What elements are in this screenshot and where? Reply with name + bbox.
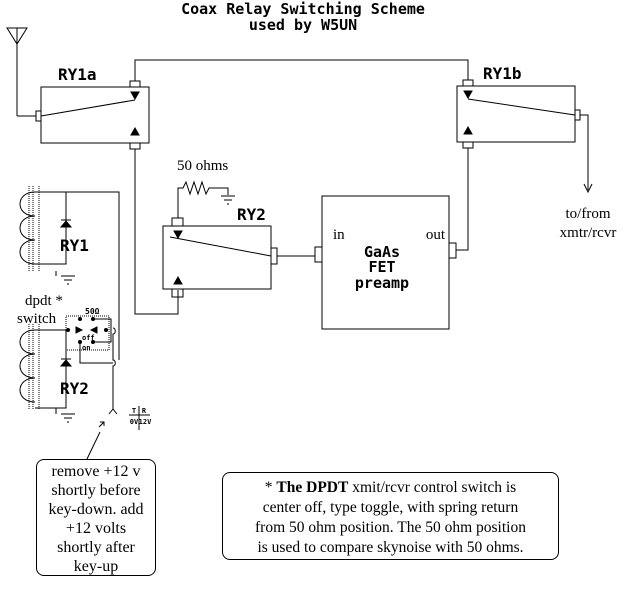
ground-icon (55, 408, 75, 423)
tr-r-label: R (142, 407, 147, 415)
switch-pos-off: off (82, 334, 95, 342)
tr-t-voltage: 0V (130, 418, 139, 426)
note-left-line: key-down. add (48, 501, 144, 518)
note-left-line: +12 volts (65, 520, 127, 537)
coil-ry1-label: RY1 (60, 236, 89, 255)
switch-label-line1: dpdt * (25, 293, 63, 309)
note-leader-line (86, 431, 101, 460)
tr-indicator (129, 406, 150, 430)
diode-icon (59, 358, 73, 367)
note-left-line: remove +12 v (51, 463, 141, 480)
coil-ry2-label: RY2 (60, 379, 89, 398)
coax-ry1a-ry1b (134, 59, 469, 81)
note-bold: The DPDT (276, 479, 349, 496)
note-right-line: is used to compare skynoise with 50 ohms… (257, 539, 524, 556)
note-left-box: remove +12 v shortly before key-down. ad… (36, 459, 156, 576)
diode-icon (59, 219, 73, 228)
coax-ry1a-ry2 (134, 149, 179, 315)
note-star: * (264, 479, 277, 496)
terminal-icon (108, 408, 118, 415)
note-left-line: shortly after (57, 539, 135, 556)
ground-icon (221, 195, 235, 205)
preamp-line3: preamp (355, 274, 409, 292)
note-right-l1-rest: xmit/rcvr control switch is (348, 479, 517, 496)
relay-ry2-label: RY2 (237, 205, 266, 224)
relay-ry1b (456, 79, 581, 149)
title-line1: Coax Relay Switching Scheme (181, 0, 425, 18)
arrow-down-icon (583, 183, 593, 194)
preamp-line2: FET (368, 258, 395, 276)
antenna-icon (6, 27, 36, 117)
xmtr-label-line1: to/from (566, 206, 611, 222)
note-right-box: * The DPDT xmit/rcvr control switch is c… (222, 472, 559, 560)
title-line2: used by W5UN (249, 16, 357, 34)
tr-r-voltage: 12V (139, 418, 152, 426)
coil-ry2-icon (19, 324, 68, 410)
preamp-in-label: in (333, 227, 345, 243)
switch-label-line2: switch (17, 311, 57, 327)
note-right-line: from 50 ohm position. The 50 ohm positio… (255, 519, 526, 536)
switch-pos-on: on (82, 344, 90, 352)
relay-ry1b-label: RY1b (483, 64, 522, 83)
resistor-label: 50 ohms (177, 158, 228, 174)
note-right-line: center off, type toggle, with spring ret… (262, 499, 519, 516)
coax-preamp-ry1b (456, 148, 469, 251)
note-right-line: * The DPDT xmit/rcvr control switch is (223, 478, 558, 498)
relay-ry1a (35, 80, 150, 150)
preamp-out-label: out (426, 227, 446, 243)
supply-line (112, 327, 116, 410)
coax-to-xmtr (580, 114, 589, 190)
tr-t-label: T (132, 407, 136, 415)
note-left-line: shortly before (51, 482, 141, 499)
note-left-line: key-up (73, 558, 119, 575)
xmtr-label-line2: xmtr/rcvr (560, 225, 617, 241)
relay-ry1a-label: RY1a (58, 65, 97, 84)
switch-pos-50ohm: 50Ω (85, 307, 100, 316)
ground-icon (55, 271, 75, 285)
coil-ry1-icon (19, 186, 120, 360)
resistor-icon (177, 180, 229, 218)
pointer-arrow-icon (98, 421, 105, 428)
preamp-line1: GaAs (364, 243, 400, 261)
relay-ry2 (162, 217, 278, 298)
